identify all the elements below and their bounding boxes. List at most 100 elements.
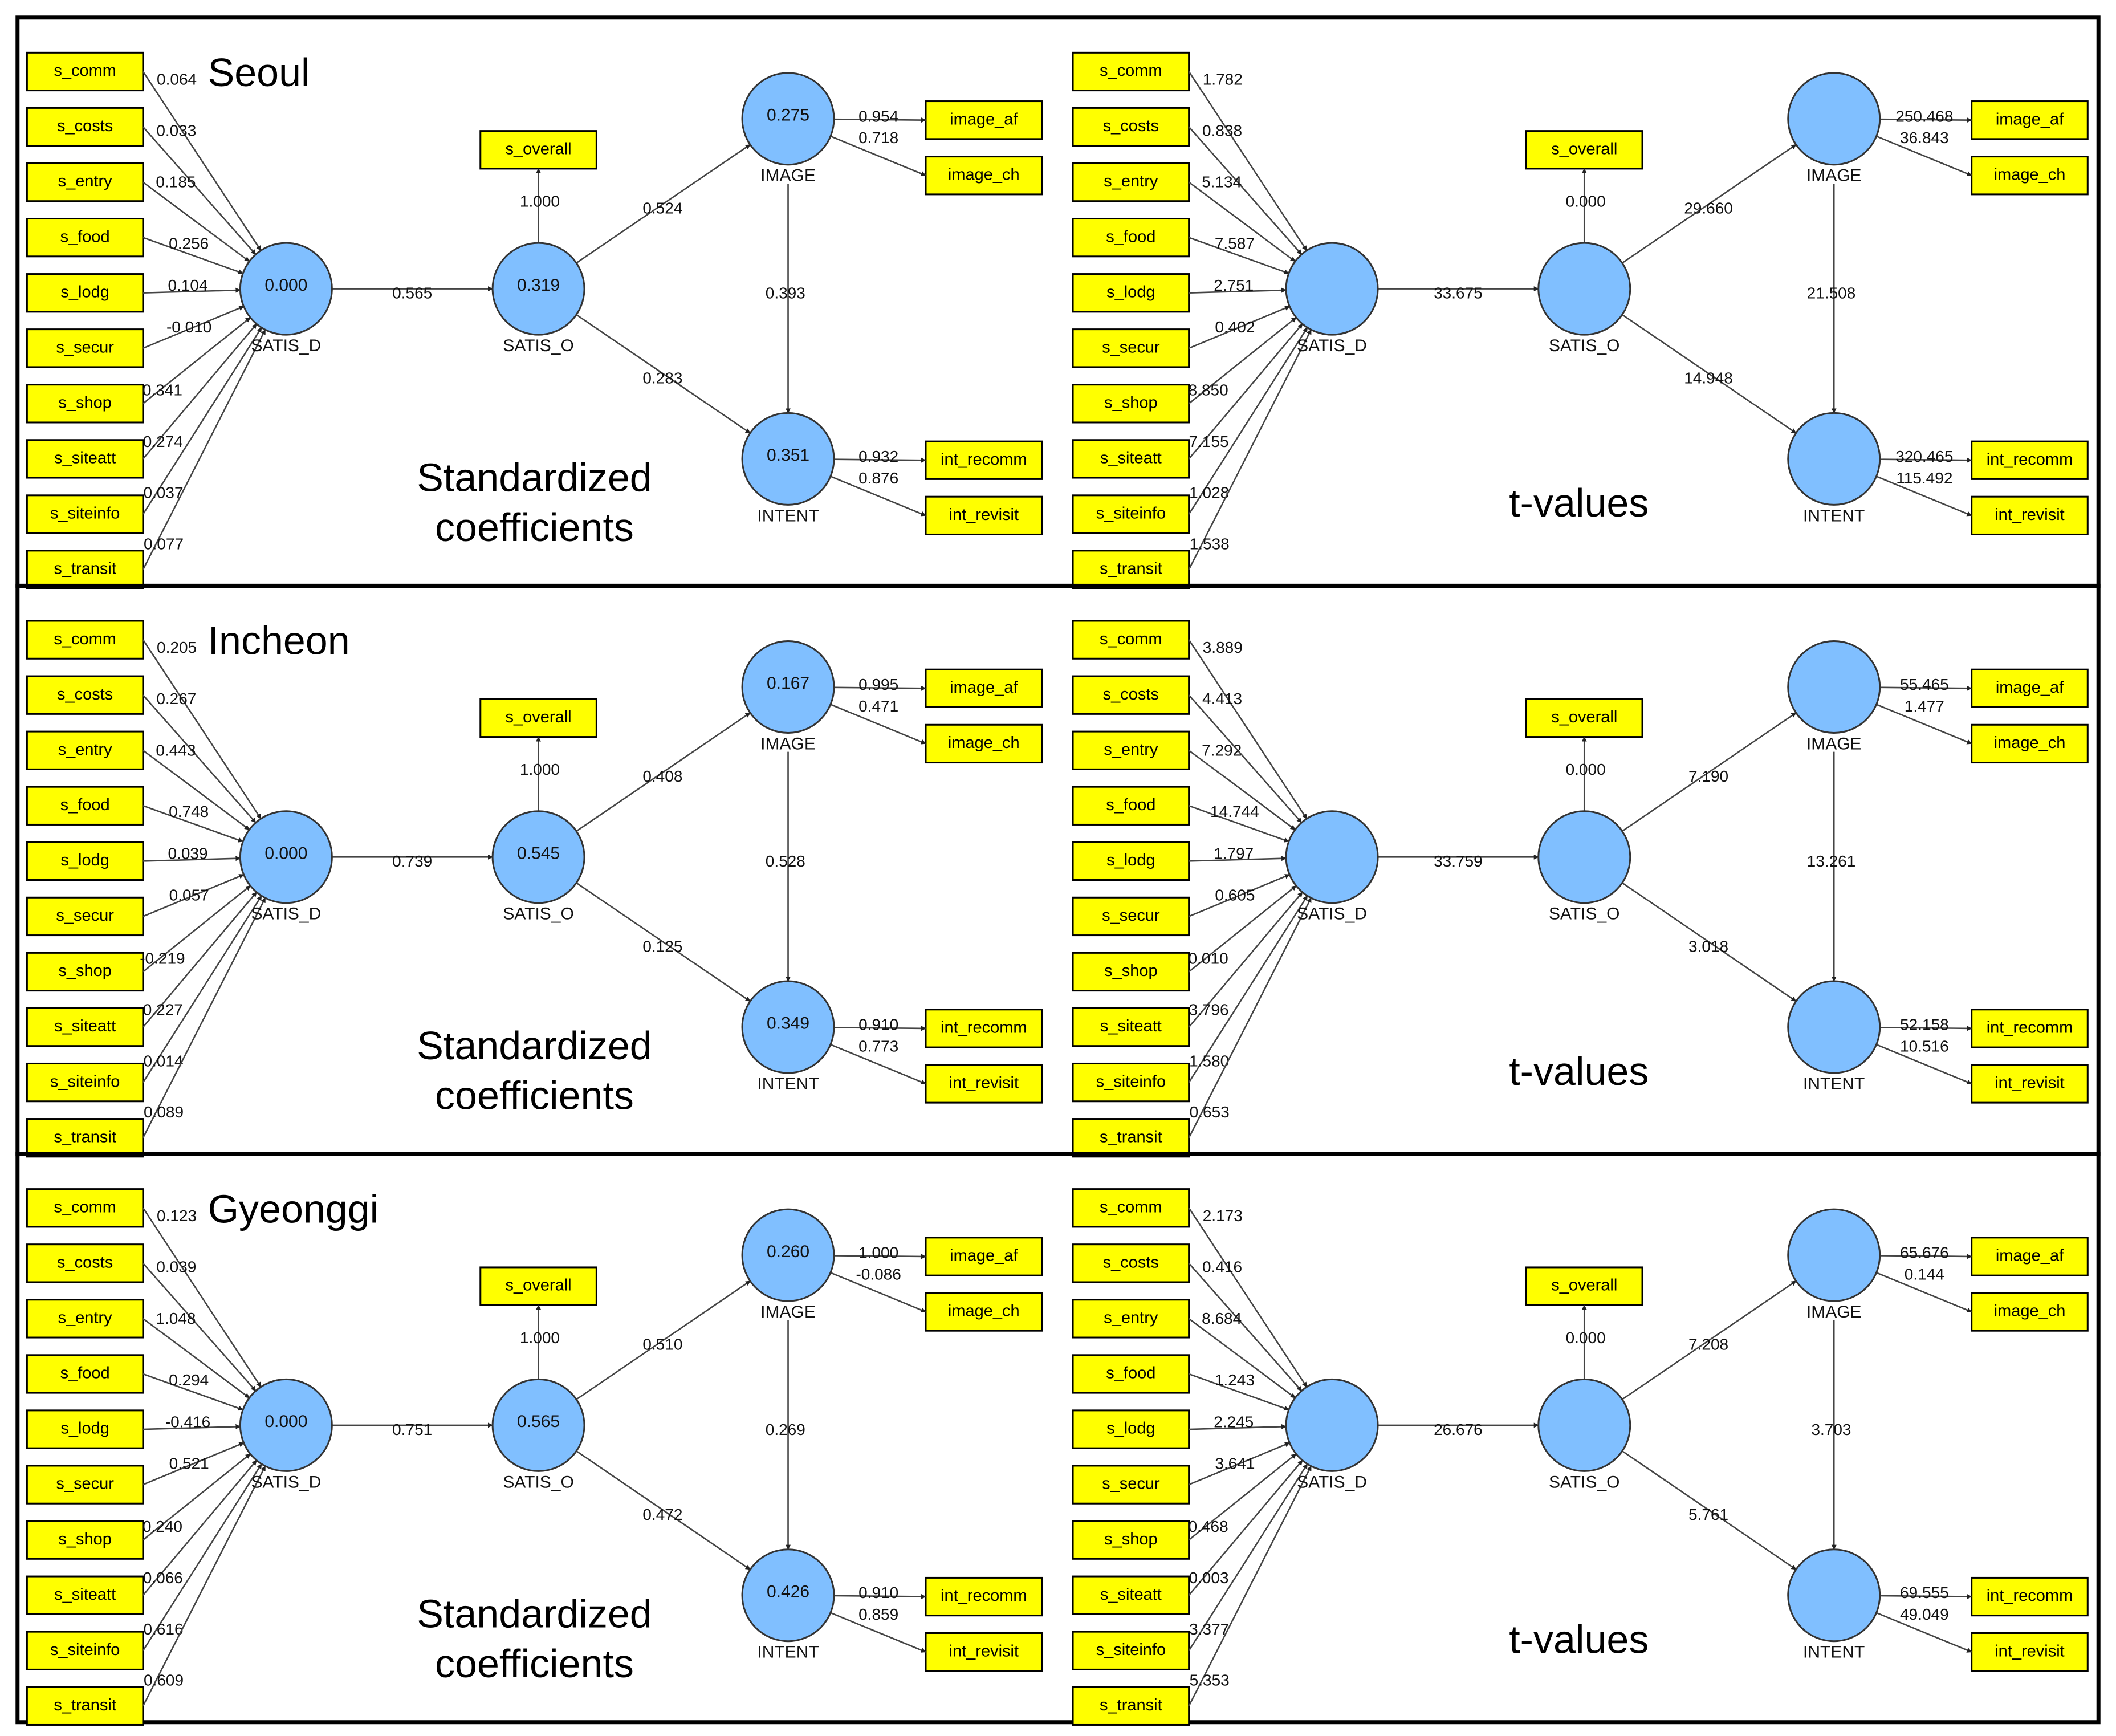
indicator-box-s_siteatt	[26, 439, 144, 479]
construct-satis-o	[491, 242, 585, 336]
weight-arrow-s_secur	[1189, 873, 1291, 917]
loading-label: 10.516	[1900, 1037, 1949, 1055]
weight-label: 0.185	[156, 173, 196, 191]
indicator-box-s_lodg	[26, 273, 144, 313]
indicator-label: int_revisit	[949, 1074, 1019, 1092]
construct-satis-d	[239, 810, 333, 904]
indicator-box-s_secur	[1072, 1465, 1190, 1505]
loading-label: 0.954	[858, 107, 898, 125]
weight-label: 0.256	[169, 235, 209, 253]
loading-arrow-int_revisit	[830, 1043, 926, 1085]
weight-label: 1.580	[1189, 1052, 1229, 1070]
indicator-label: s_entry	[58, 1309, 113, 1327]
loading-arrow-int_revisit	[1876, 1043, 1972, 1085]
weight-label: 8.850	[1189, 381, 1228, 399]
indicator-label: image_ch	[1994, 1302, 2066, 1320]
indicator-label: int_recomm	[1987, 450, 2073, 469]
weight-label: 0.123	[157, 1207, 197, 1225]
weight-label: 5.353	[1190, 1672, 1230, 1689]
path-coefficient-label: 0.393	[766, 284, 805, 302]
indicator-label: int_recomm	[941, 450, 1027, 469]
weight-label: 0.033	[156, 121, 196, 139]
weight-label: 0.064	[157, 71, 197, 88]
path-coefficient-label: 7.208	[1688, 1336, 1728, 1353]
weight-label: 0.014	[143, 1052, 183, 1070]
loading-label: 250.468	[1895, 107, 1953, 125]
weight-label: 7.292	[1202, 741, 1242, 759]
path-coefficient-label: 3.703	[1811, 1421, 1851, 1438]
weight-arrow-s_secur	[1189, 306, 1291, 349]
weight-arrow-s_transit	[1188, 329, 1312, 570]
indicator-box-s_costs	[26, 1243, 144, 1283]
indicator-label: s_comm	[54, 1198, 116, 1216]
weight-arrow-s_food	[143, 1373, 243, 1411]
weight-label: 0.605	[1215, 887, 1255, 904]
construct-satis-d	[1285, 242, 1379, 336]
construct-r2-value: 0.351	[767, 446, 809, 465]
loading-label: 115.492	[1896, 469, 1952, 487]
indicator-box-image_ch	[1971, 1292, 2089, 1332]
indicator-box-s_entry	[26, 730, 144, 770]
indicator-label: image_ch	[1994, 165, 2066, 184]
construct-r2-value: 0.565	[517, 1412, 560, 1431]
indicator-box-s_secur	[26, 896, 144, 937]
weight-label: 0.616	[143, 1620, 183, 1638]
construct-r2-value: 0.426	[767, 1582, 809, 1601]
indicator-box-s_comm	[1072, 51, 1190, 92]
path-coefficient-label: 7.190	[1688, 767, 1728, 785]
indicator-label: s_lodg	[60, 283, 109, 301]
indicator-label: image_ch	[1994, 734, 2066, 752]
weight-label: 0.609	[144, 1672, 184, 1689]
weight-arrow-s_entry	[1188, 750, 1296, 831]
weight-label: 7.155	[1189, 433, 1228, 450]
path-coefficient-label: 26.676	[1434, 1421, 1483, 1438]
construct-label: SATIS_D	[251, 1473, 321, 1491]
loading-arrow-int_recomm	[834, 1593, 926, 1599]
path-coefficient-label: 14.948	[1684, 369, 1733, 387]
indicator-label: s_shop	[1104, 962, 1158, 980]
indicator-label: s_food	[60, 796, 110, 814]
indicator-box-s_siteinfo	[1072, 494, 1190, 534]
construct-r2-value: 0.167	[767, 674, 809, 693]
indicator-label: image_ch	[948, 734, 1020, 752]
indicator-label: image_af	[1996, 110, 2064, 128]
indicator-box-s_comm	[26, 1188, 144, 1228]
indicator-box-s_shop	[26, 384, 144, 424]
loading-arrow-int_recomm	[1879, 457, 1972, 463]
path-satiso-to-image	[576, 1280, 751, 1400]
weight-arrow-s_shop	[143, 1453, 251, 1541]
construct-label: SATIS_O	[503, 1473, 573, 1491]
weight-arrow-s_entry	[143, 181, 250, 262]
indicator-label: s_siteinfo	[1096, 505, 1166, 523]
indicator-box-int_recomm	[1971, 1576, 2089, 1617]
weight-arrow-s_shop	[1188, 316, 1297, 404]
loading-label: 1.477	[1905, 697, 1944, 715]
path-coefficient-label: 0.283	[642, 369, 682, 387]
weight-label: 0.748	[169, 803, 209, 820]
construct-image	[1787, 640, 1881, 734]
construct-intent	[1787, 980, 1881, 1074]
indicator-label: s_food	[60, 1364, 110, 1383]
weight-arrow-s_lodg	[1189, 287, 1287, 294]
heading-standardized: Standardized	[417, 455, 652, 499]
weight-label: -0.219	[140, 949, 185, 967]
indicator-label: s_siteatt	[1100, 1017, 1162, 1035]
indicator-label: s_lodg	[1106, 283, 1155, 301]
weight-arrow-s_costs	[1188, 694, 1303, 823]
weight-label: 1.797	[1214, 845, 1254, 863]
loading-label: 0.932	[858, 448, 898, 465]
construct-satis-d	[1285, 1378, 1379, 1472]
construct-label: INTENT	[757, 1075, 819, 1093]
construct-r2-value: 0.260	[767, 1242, 809, 1261]
weight-label: 0.416	[1202, 1258, 1242, 1276]
indicator-box-s_transit	[1072, 1118, 1190, 1158]
weight-label: 2.173	[1203, 1207, 1243, 1225]
path-coefficient-label: 0.269	[766, 1421, 805, 1438]
construct-r2-value: 0.349	[767, 1014, 809, 1033]
indicator-label: s_siteatt	[1100, 1585, 1162, 1604]
